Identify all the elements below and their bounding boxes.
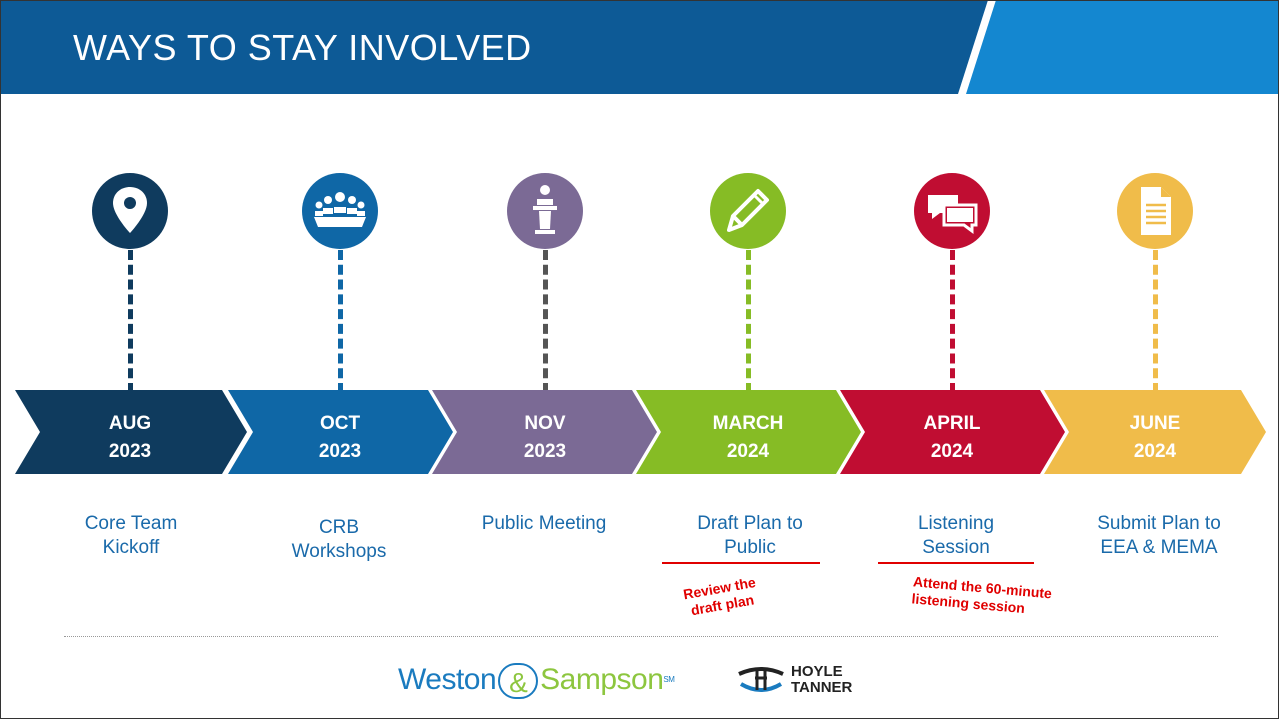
hoyle-tanner-emblem-icon bbox=[738, 667, 784, 692]
connector-april bbox=[950, 250, 955, 393]
connector-oct bbox=[338, 250, 343, 393]
podium-icon bbox=[507, 173, 583, 249]
chevron-nov bbox=[432, 390, 657, 474]
connector-aug bbox=[128, 250, 133, 393]
timeline-chevrons bbox=[15, 390, 1266, 474]
header-banner bbox=[0, 0, 1279, 94]
chevron-oct bbox=[228, 390, 453, 474]
weston-sampson-logo: Weston&SampsonSM bbox=[398, 663, 675, 700]
header-dark-band bbox=[0, 0, 988, 94]
label-public-meeting: Public Meeting bbox=[481, 513, 607, 534]
chevron-aug bbox=[15, 390, 247, 474]
pencil-icon bbox=[710, 173, 786, 249]
chevron-june bbox=[1044, 390, 1266, 474]
connector-nov bbox=[543, 250, 548, 393]
page-title: WAYS TO STAY INVOLVED bbox=[73, 27, 532, 68]
header-light-band bbox=[966, 0, 1279, 94]
document-icon bbox=[1117, 173, 1193, 249]
footer-divider bbox=[64, 636, 1218, 637]
connector-june bbox=[1153, 250, 1158, 393]
map-pin-icon bbox=[92, 173, 168, 249]
chevron-april bbox=[840, 390, 1065, 474]
group-meeting-icon bbox=[302, 173, 378, 249]
underline-draft-plan bbox=[662, 562, 820, 564]
chat-bubbles-icon bbox=[914, 173, 990, 249]
chevron-march bbox=[636, 390, 861, 474]
underline-listening-session bbox=[878, 562, 1034, 564]
connector-march bbox=[746, 250, 751, 393]
